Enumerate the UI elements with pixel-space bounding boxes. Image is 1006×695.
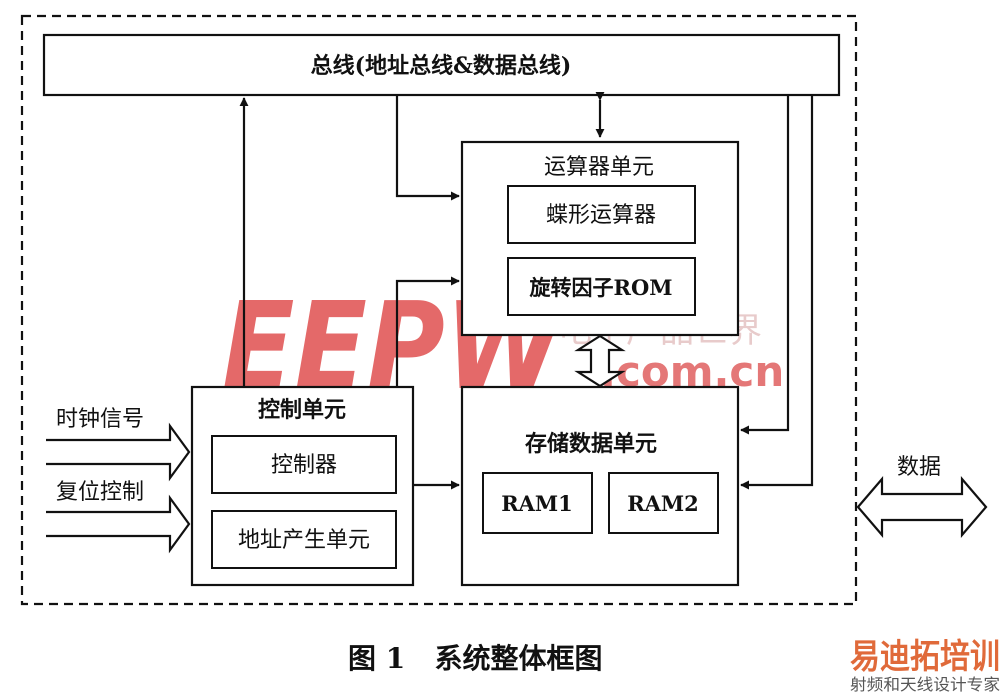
data-io-arrow (856, 476, 988, 538)
figure-caption: 图 1 系统整体框图 (348, 642, 602, 675)
controller-label: 控制器 (271, 453, 337, 478)
ram2-label: RAM2 (627, 491, 699, 516)
butterfly-label: 蝶形运算器 (546, 203, 656, 228)
control-unit-title: 控制单元 (258, 397, 346, 423)
ram2-box (608, 472, 719, 534)
system-boundary (20, 14, 858, 606)
corner-brand-subtitle: 射频和天线设计专家 (850, 675, 1000, 694)
clock-input-label: 时钟信号 (56, 407, 144, 432)
ram1-box (482, 472, 593, 534)
corner-brand: 易迪拓培训 射频和天线设计专家 (850, 637, 1000, 694)
address-gen-label: 地址产生单元 (238, 528, 370, 553)
butterfly-box (507, 185, 696, 244)
bus-label: 总线(地址总线&数据总线) (311, 53, 572, 79)
storage-unit-title: 存储数据单元 (525, 431, 657, 457)
controller-box (211, 435, 397, 494)
alu-storage-hollow-arrow (574, 334, 626, 388)
rom-label: 旋转因子ROM (529, 275, 673, 300)
control-to-alu-arrow (395, 276, 460, 387)
address-gen-box (211, 510, 397, 569)
bus-to-alu-arrow (395, 95, 460, 201)
corner-brand-title: 易迪拓培训 (850, 637, 1000, 677)
bus-box (42, 33, 841, 97)
alu-unit-title: 运算器单元 (544, 155, 654, 180)
reset-input-label: 复位控制 (56, 480, 144, 505)
reset-input-arrow (46, 494, 191, 554)
data-io-label: 数据 (897, 455, 941, 480)
rom-box (507, 257, 696, 316)
bus-to-storage-arrow-lower (740, 95, 814, 490)
clock-input-arrow (46, 422, 191, 482)
bus-to-storage-arrow-upper (740, 95, 790, 435)
ram1-label: RAM1 (501, 491, 573, 516)
